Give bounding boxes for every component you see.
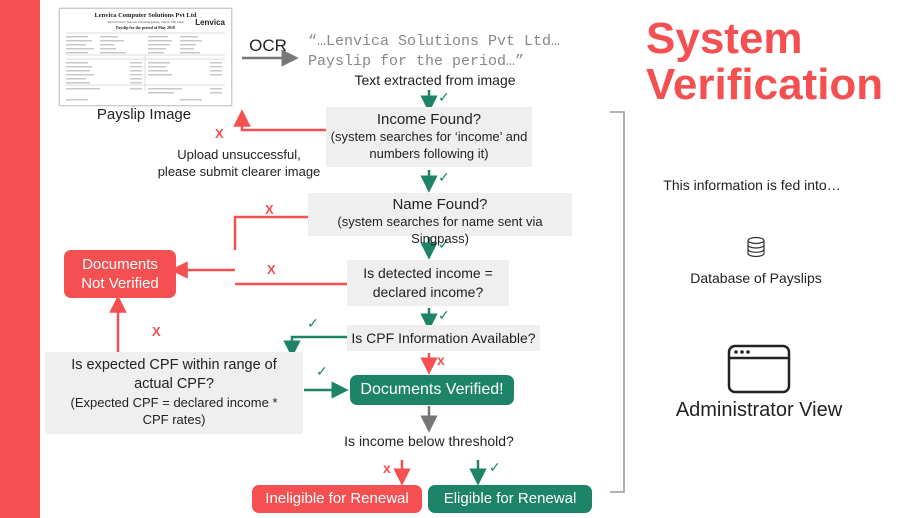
cross-mark-ineligible: x <box>383 460 391 476</box>
check-mark-income: ✓ <box>438 169 450 185</box>
step-range-line-3: (Expected CPF = declared income * <box>70 395 278 410</box>
step-income-found: Income Found? (system searches for ‘inco… <box>326 107 532 167</box>
administrator-view-label: Administrator View <box>675 399 843 421</box>
arrow-upload-fail <box>233 109 326 132</box>
cross-mark-cpf: x <box>437 352 445 368</box>
step-cpf-title: Is CPF Information Available? <box>351 330 536 346</box>
payslip-logo: Lenvica <box>195 18 225 27</box>
database-icon <box>747 236 765 258</box>
check-mark-range: ✓ <box>316 363 328 379</box>
outcome-ineligible: Ineligible for Renewal <box>252 485 422 513</box>
title-line-2: Verification <box>646 60 884 109</box>
outcome-not-verified: Documents Not Verified <box>64 250 176 298</box>
ocr-text-line-2: Payslip for the period…” <box>308 53 525 70</box>
ocr-caption: Text extracted from image <box>354 72 516 88</box>
step-income-line-2: numbers following it) <box>369 146 489 161</box>
page-title: System Verification <box>646 16 883 108</box>
cross-mark-range: X <box>152 324 161 339</box>
payslip-thumbnail: Lenvica Computer Solutions Pvt Ltd Secon… <box>59 8 232 106</box>
outcome-documents-verified: Documents Verified! <box>350 375 514 405</box>
step-cpf-available: Is CPF Information Available? <box>347 325 540 351</box>
upload-error-line-2: please submit clearer image <box>157 164 321 179</box>
ocr-label: OCR <box>249 36 287 55</box>
title-line-1: System <box>646 14 803 63</box>
check-mark-name: ✓ <box>438 236 450 252</box>
step-income-match: Is detected income = declared income? <box>347 260 509 306</box>
arrow-cpf-yes <box>283 335 347 358</box>
payslip-address: Second Floor, Sunrise Industrial Estate,… <box>107 20 184 24</box>
check-mark-eligible: ✓ <box>489 459 501 475</box>
step-range-line-4: CPF rates) <box>142 412 206 427</box>
step-name-line-1: (system searches for name sent via Singp… <box>337 214 543 246</box>
not-verified-line-1: Documents <box>82 256 158 273</box>
step-match-line-1: Is detected income = <box>363 265 493 281</box>
step-range-line-1: Is expected CPF within range of <box>71 357 277 373</box>
database-label: Database of Payslips <box>690 270 822 286</box>
outcome-eligible: Eligible for Renewal <box>428 485 592 513</box>
cross-mark-match: X <box>267 262 276 277</box>
cross-mark-upload: X <box>215 126 224 141</box>
step-name-title: Name Found? <box>392 196 488 213</box>
cross-mark-name: X <box>265 202 274 217</box>
check-mark-cpf-available: ✓ <box>307 315 319 331</box>
line-name-fail <box>233 215 308 250</box>
step-name-found: Name Found? (system searches for name se… <box>308 193 572 246</box>
step-threshold: Is income below threshold? <box>344 433 514 449</box>
check-mark-match: ✓ <box>438 307 450 323</box>
payslip-table-lines <box>66 32 225 101</box>
payslip-company: Lenvica Computer Solutions Pvt Ltd <box>94 12 197 19</box>
check-mark-ocr: ✓ <box>438 89 450 105</box>
step-match-line-2: declared income? <box>372 284 484 300</box>
left-accent-bar <box>0 0 40 518</box>
payslip-period: Payslip for the period of May 2018 <box>115 25 176 30</box>
ocr-text-line-1: “…Lenvica Solutions Pvt Ltd… <box>308 33 561 50</box>
fed-into-text: This information is fed into… <box>663 177 841 193</box>
payslip-caption: Payslip Image <box>96 106 192 123</box>
step-income-title: Income Found? <box>376 111 482 128</box>
right-bracket <box>610 111 625 493</box>
step-cpf-range: Is expected CPF within range of actual C… <box>45 352 303 434</box>
upload-error-line-1: Upload unsuccessful, <box>177 147 301 162</box>
step-income-line-1: (system searches for ‘income’ and <box>330 129 528 144</box>
not-verified-line-2: Not Verified <box>81 275 159 292</box>
browser-window-icon <box>727 344 791 394</box>
step-range-line-2: actual CPF? <box>134 376 214 392</box>
upload-error-text: Upload unsuccessful, please submit clear… <box>140 146 338 180</box>
